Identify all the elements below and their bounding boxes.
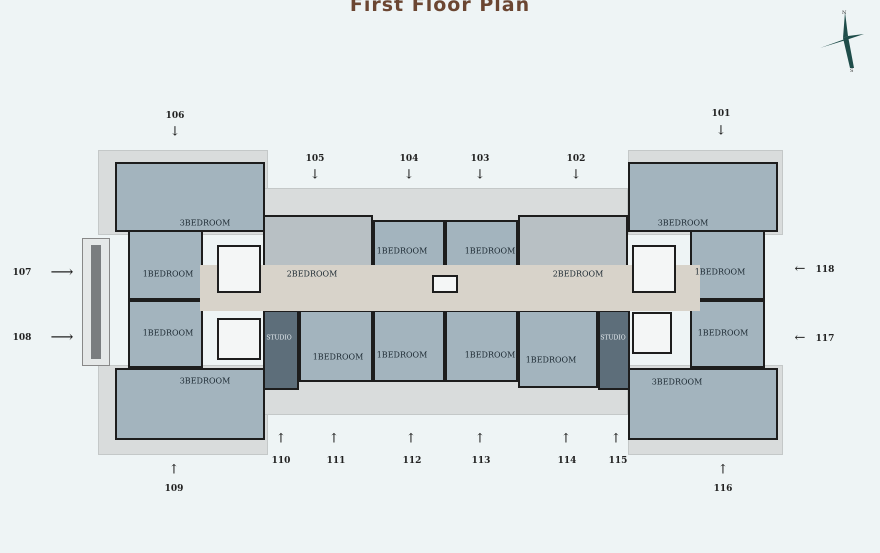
room-label: 1BEDROOM <box>694 267 746 277</box>
unit-number: 117 <box>815 334 835 344</box>
stair-core <box>217 245 261 293</box>
unit-number: 113 <box>471 456 491 466</box>
room-label: 1BEDROOM <box>142 328 194 338</box>
unit-number: 112 <box>402 456 422 466</box>
unit-1bedroom[interactable] <box>128 300 203 368</box>
unit-number: 109 <box>164 484 184 494</box>
room-label: 1BEDROOM <box>697 328 749 338</box>
unit-3bedroom[interactable] <box>628 368 778 440</box>
room-label: 1BEDROOM <box>312 352 364 362</box>
room-label: 2BEDROOM <box>552 269 604 279</box>
room-label: 1BEDROOM <box>376 350 428 360</box>
room-label: 3BEDROOM <box>657 218 709 228</box>
arrow-down-icon: ↓ <box>169 124 181 140</box>
unit-3bedroom[interactable] <box>115 368 265 440</box>
unit-studio[interactable] <box>598 310 630 390</box>
room-label: 2BEDROOM <box>286 269 338 279</box>
arrow-right-icon: ⟶ <box>50 262 74 281</box>
arrow-down-icon: ↓ <box>570 167 582 183</box>
arrow-left-icon: ← <box>794 330 806 346</box>
unit-number: 116 <box>713 484 733 494</box>
unit-1bedroom[interactable] <box>690 300 765 368</box>
unit-number: 102 <box>566 154 586 164</box>
unit-number: 105 <box>305 154 325 164</box>
unit-number: 118 <box>815 265 835 275</box>
unit-1bedroom[interactable] <box>299 310 373 382</box>
arrow-up-icon: ↑ <box>168 462 180 478</box>
compass-south: S <box>850 68 854 72</box>
unit-number: 106 <box>165 111 185 121</box>
arrow-up-icon: ↑ <box>717 462 729 478</box>
unit-number: 104 <box>399 154 419 164</box>
arrow-left-icon: ← <box>794 261 806 277</box>
unit-number: 101 <box>711 109 731 119</box>
arrow-up-icon: ↑ <box>560 431 572 447</box>
unit-1bedroom[interactable] <box>128 230 203 300</box>
arrow-up-icon: ↑ <box>275 431 287 447</box>
compass-north: N <box>842 10 847 16</box>
unit-1bedroom[interactable] <box>690 230 765 300</box>
arrow-down-icon: ↓ <box>715 123 727 139</box>
room-label: 1BEDROOM <box>464 246 516 256</box>
room-label: 1BEDROOM <box>464 350 516 360</box>
room-label: 3BEDROOM <box>651 377 703 387</box>
unit-number: 107 <box>12 268 32 278</box>
unit-1bedroom[interactable] <box>518 310 598 388</box>
arrow-up-icon: ↑ <box>474 431 486 447</box>
arrow-down-icon: ↓ <box>309 167 321 183</box>
room-label: 1BEDROOM <box>376 246 428 256</box>
unit-number: 114 <box>557 456 577 466</box>
unit-number: 108 <box>12 333 32 343</box>
unit-number: 115 <box>608 456 628 466</box>
unit-number: 111 <box>326 456 346 466</box>
arrow-up-icon: ↑ <box>405 431 417 447</box>
arrow-up-icon: ↑ <box>610 431 622 447</box>
unit-1bedroom[interactable] <box>373 310 445 382</box>
compass-icon: N S <box>820 10 864 72</box>
room-label: 3BEDROOM <box>179 218 231 228</box>
arrow-down-icon: ↓ <box>403 167 415 183</box>
page-title: First Floor Plan <box>349 0 531 16</box>
unit-number: 103 <box>470 154 490 164</box>
service-shaft <box>432 275 458 293</box>
balcony <box>82 238 110 366</box>
room-label: 1BEDROOM <box>142 269 194 279</box>
room-label: STUDIO <box>266 334 292 342</box>
room-label: 3BEDROOM <box>179 376 231 386</box>
arrow-up-icon: ↑ <box>328 431 340 447</box>
unit-studio[interactable] <box>263 310 299 390</box>
stair-core <box>632 245 676 293</box>
elevator-core <box>632 312 672 354</box>
arrow-right-icon: ⟶ <box>50 327 74 346</box>
elevator-core <box>217 318 261 360</box>
room-label: 1BEDROOM <box>525 355 577 365</box>
room-label: STUDIO <box>600 334 626 342</box>
unit-1bedroom[interactable] <box>445 310 518 382</box>
unit-3bedroom[interactable] <box>115 162 265 232</box>
unit-number: 110 <box>271 456 291 466</box>
arrow-down-icon: ↓ <box>474 167 486 183</box>
